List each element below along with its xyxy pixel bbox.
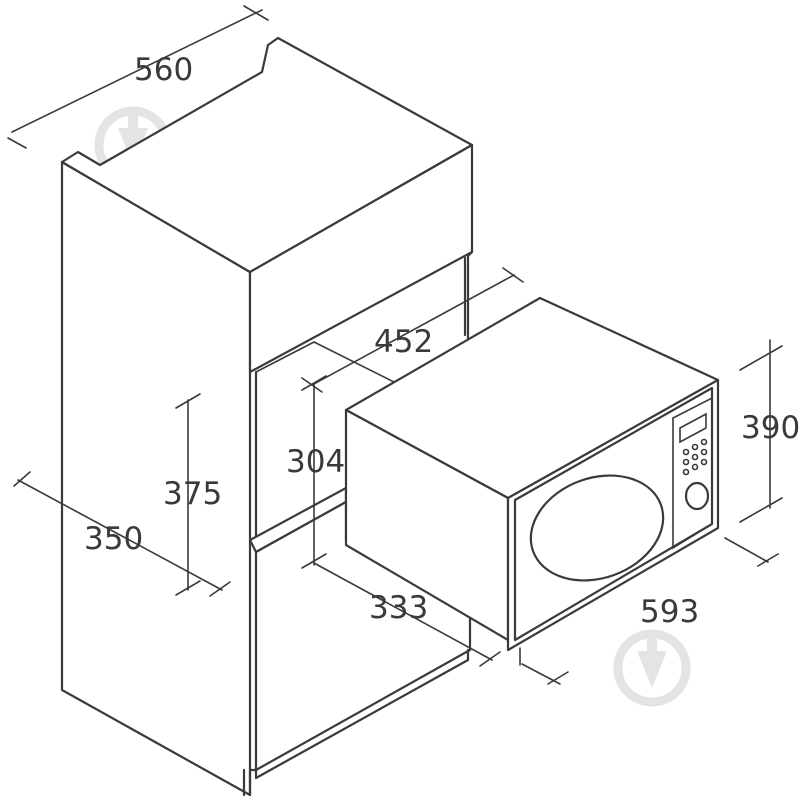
dimension-label-cabinet-depth: 560 — [134, 52, 193, 88]
microwave-knob — [684, 481, 710, 511]
microwave-buttons — [682, 438, 708, 476]
dimension-lines — [7, 5, 783, 685]
microwave-control-panel — [672, 396, 713, 550]
watermark-logo-icon — [613, 629, 691, 707]
microwave-window — [529, 474, 665, 582]
dimension-label-niche-depth: 452 — [374, 324, 433, 360]
dimension-label-cabinet-niche-height: 375 — [163, 476, 222, 512]
dimension-label-niche-height: 304 — [286, 444, 345, 480]
kitchen-cabinet-icon — [60, 36, 474, 797]
microwave-display — [679, 412, 707, 444]
microwave-icon — [344, 296, 720, 652]
dimension-label-appliance-height: 390 — [741, 410, 800, 446]
dimension-label-appliance-width: 593 — [640, 594, 699, 630]
dimension-label-appliance-depth: 333 — [369, 590, 428, 626]
dimension-label-cabinet-width: 350 — [84, 521, 143, 557]
